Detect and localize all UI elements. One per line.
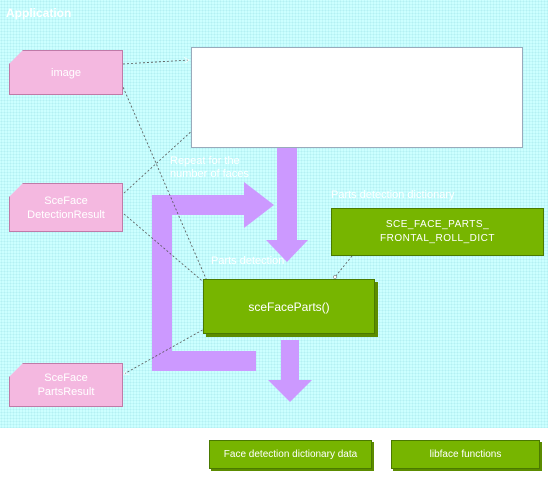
image-data-object: image xyxy=(9,50,123,95)
parts-result-data-object: SceFace PartsResult xyxy=(9,363,123,407)
legend-dictionary-data: Face detection dictionary data xyxy=(209,440,372,469)
repeat-loop-arrowhead xyxy=(244,182,274,228)
image-label: image xyxy=(51,66,81,79)
application-title: Application xyxy=(6,6,72,20)
parts-dictionary-box: SCE_FACE_PARTS_ FRONTAL_ROLL_DICT xyxy=(331,208,544,256)
image-to-frame-connector xyxy=(122,60,189,65)
output-flow-arrow xyxy=(268,340,312,402)
main-flow-arrow xyxy=(266,148,308,262)
detection-to-frame-connector xyxy=(123,127,196,194)
repeat-label-line-2: number of faces xyxy=(170,168,249,180)
parts-detection-dictionary-label: Parts detection dictionary xyxy=(331,189,455,201)
repeat-label: Repeat for the number of faces xyxy=(170,155,249,181)
dictionary-line-2: FRONTAL_ROLL_DICT xyxy=(379,233,495,244)
legend-libface-functions: libface functions xyxy=(391,440,540,469)
detection-result-data-object: SceFace DetectionResult xyxy=(9,183,123,232)
legend-dictionary-data-label: Face detection dictionary data xyxy=(223,449,358,460)
detection-result-line-1: SceFace xyxy=(44,194,88,207)
repeat-label-line-1: Repeat for the xyxy=(170,155,240,167)
face-detection-frame xyxy=(191,47,523,148)
function-label: sceFaceParts() xyxy=(248,299,330,314)
legend-libface-functions-label: libface functions xyxy=(429,449,502,460)
parts-detection-label: Parts detection xyxy=(211,255,285,267)
dictionary-to-function-connector xyxy=(333,255,353,279)
dictionary-line-1: SCE_FACE_PARTS_ xyxy=(385,219,490,230)
detection-result-line-2: DetectionResult xyxy=(27,208,105,221)
parts-result-line-1: SceFace xyxy=(44,372,88,384)
image-to-function-connector xyxy=(119,79,209,283)
repeat-loop-arrow xyxy=(152,195,256,371)
sce-face-parts-function: sceFaceParts() xyxy=(203,279,375,334)
parts-result-line-2: PartsResult xyxy=(37,386,95,398)
